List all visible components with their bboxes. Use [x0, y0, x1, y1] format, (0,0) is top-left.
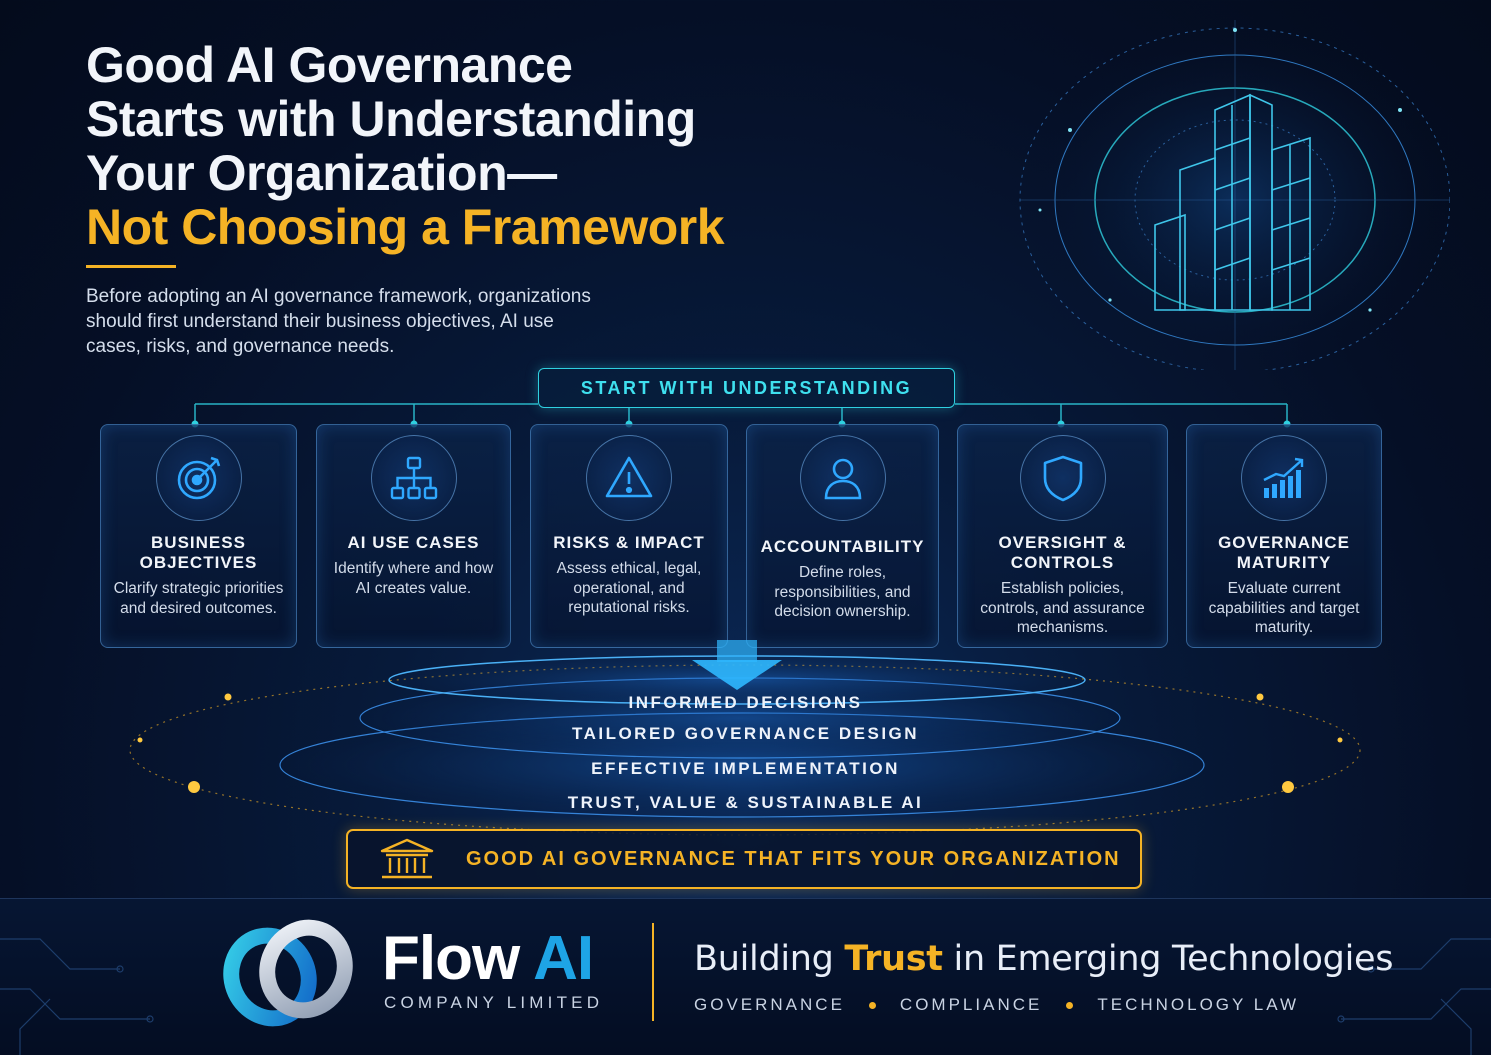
bullet-dot: [868, 1001, 876, 1009]
card-description: Clarify strategic priorities and desired…: [113, 580, 284, 617]
service-governance: GOVERNANCE: [694, 995, 845, 1014]
brand-name-accent: AI: [533, 924, 594, 993]
outcome-informed-decisions: INFORMED DECISIONS: [628, 693, 863, 712]
start-with-understanding-label: START WITH UNDERSTANDING: [538, 368, 955, 408]
tagline-accent: Trust: [844, 939, 943, 979]
card-business-objectives: BUSINESS OBJECTIVES Clarify strategic pr…: [100, 424, 297, 648]
footer: Flow AI COMPANY LIMITED Building Trust i…: [0, 898, 1491, 1055]
card-title: AI USE CASES: [347, 533, 480, 552]
target-icon: [155, 435, 242, 521]
headline-underline: [86, 265, 176, 268]
headline: Good AI Governance Starts with Understan…: [86, 38, 806, 254]
card-description: Assess ethical, legal, operational, and …: [556, 560, 702, 616]
hierarchy-icon: [370, 435, 457, 521]
card-description: Establish policies, controls, and assura…: [980, 580, 1145, 636]
headline-line-3: Your Organization—: [86, 145, 557, 201]
outcome-tailored-design: TAILORED GOVERNANCE DESIGN: [571, 724, 920, 743]
card-description: Identify where and how AI creates value.: [333, 560, 494, 597]
building-globe-icon: [1019, 20, 1450, 370]
bullet-dot: [1066, 1001, 1074, 1009]
growth-chart-icon: [1241, 435, 1327, 521]
tagline-pre: Building: [694, 939, 834, 979]
headline-accent-line: Not Choosing a Framework: [86, 199, 725, 255]
brand-name: Flow AI: [382, 923, 594, 994]
headline-line-1: Good AI Governance: [86, 37, 573, 93]
card-oversight-controls: OVERSIGHT & CONTROLS Establish policies,…: [957, 424, 1168, 648]
card-governance-maturity: GOVERNANCE MATURITY Evaluate current cap…: [1186, 424, 1382, 648]
service-technology-law: TECHNOLOGY LAW: [1097, 995, 1299, 1014]
person-icon: [799, 435, 886, 521]
card-title: GOVERNANCE MATURITY: [1218, 533, 1350, 572]
card-risks-impact: RISKS & IMPACT Assess ethical, legal, op…: [530, 424, 728, 648]
fit-your-organization-banner: GOOD AI GOVERNANCE THAT FITS YOUR ORGANI…: [346, 829, 1142, 889]
tagline-post: in Emerging Technologies: [953, 939, 1394, 979]
circuit-decoration-right: [1337, 938, 1491, 1055]
card-title: BUSINESS OBJECTIVES: [139, 533, 258, 572]
card-description: Evaluate current capabilities and target…: [1208, 580, 1360, 636]
outcome-rings: [129, 640, 1361, 836]
fit-banner-text: GOOD AI GOVERNANCE THAT FITS YOUR ORGANI…: [466, 847, 1121, 870]
circuit-decoration-left: [0, 938, 154, 1055]
service-compliance: COMPLIANCE: [899, 995, 1043, 1014]
card-ai-use-cases: AI USE CASES Identify where and how AI c…: [316, 424, 511, 648]
outcome-trust-value: TRUST, VALUE & SUSTAINABLE AI: [567, 793, 924, 812]
shield-icon: [1019, 435, 1106, 521]
outcome-effective-implementation: EFFECTIVE IMPLEMENTATION: [591, 759, 900, 778]
card-title: OVERSIGHT & CONTROLS: [998, 533, 1127, 572]
services-list: GOVERNANCE COMPLIANCE TECHNOLOGY LAW: [694, 995, 1299, 1015]
brand-name-main: Flow: [382, 924, 520, 993]
headline-line-2: Starts with Understanding: [86, 91, 696, 147]
tagline: Building Trust in Emerging Technologies: [694, 939, 1393, 979]
footer-divider: [652, 923, 654, 1021]
institution-icon: [380, 838, 434, 879]
card-title: RISKS & IMPACT: [553, 533, 705, 552]
flow-ai-logo-icon: [223, 919, 353, 1027]
card-title: ACCOUNTABILITY: [760, 537, 925, 556]
card-accountability: ACCOUNTABILITY Define roles, responsibil…: [746, 424, 939, 648]
warning-icon: [586, 435, 672, 521]
intro-text: Before adopting an AI governance framewo…: [86, 286, 591, 357]
card-description: Define roles, responsibilities, and deci…: [774, 564, 911, 620]
brand-subtitle: COMPANY LIMITED: [384, 993, 604, 1012]
